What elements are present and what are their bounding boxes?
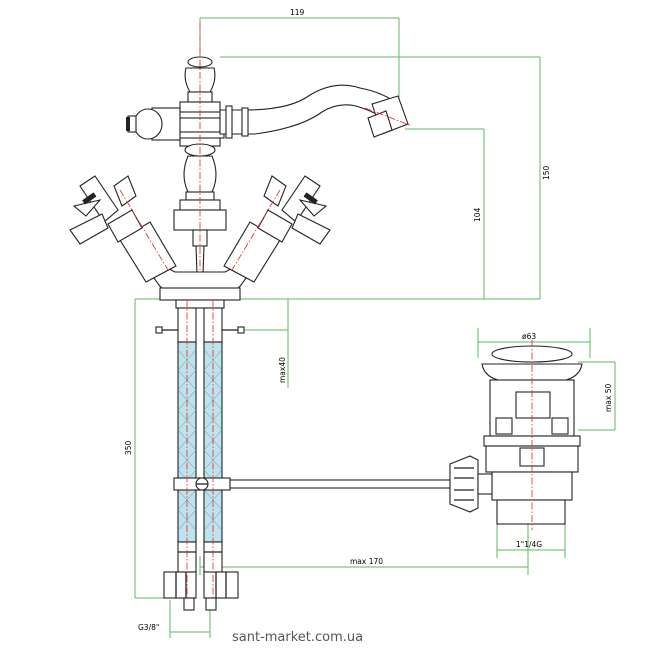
popup-drain <box>449 345 583 525</box>
faucet-spout <box>175 84 409 147</box>
dimension-deck-thickness: max40 <box>278 357 287 383</box>
faucet-left-ball <box>126 107 181 141</box>
dimension-drain-rod: max 170 <box>350 557 383 566</box>
dimension-total-height: 150 <box>542 165 551 180</box>
dimension-drain-diameter: ø63 <box>522 332 536 341</box>
dimension-drain-height: max 50 <box>604 384 613 412</box>
dimension-spout-reach: 119 <box>290 8 305 17</box>
dimension-hose-length: 350 <box>124 440 133 455</box>
dimension-spout-height: 104 <box>473 207 482 222</box>
left-valve-handle <box>69 175 177 283</box>
dimension-lines <box>134 17 616 638</box>
drain-rod <box>173 477 451 491</box>
watermark: sant-market.com.ua <box>232 630 363 645</box>
center-axes <box>119 22 533 600</box>
right-valve-handle <box>223 175 331 283</box>
dimension-drain-thread: 1"1/4G <box>516 540 542 549</box>
dimension-hose-thread: G3/8" <box>138 623 159 632</box>
